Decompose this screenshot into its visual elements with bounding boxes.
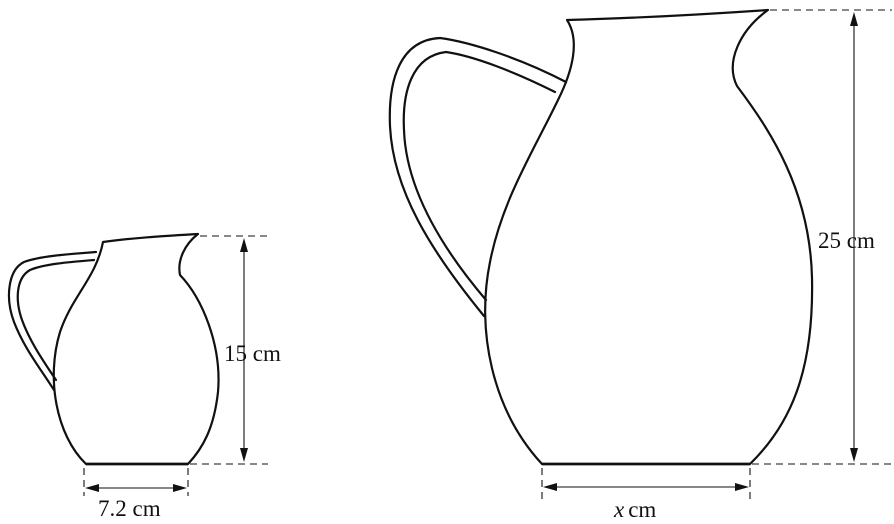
small-jug-handle-inner [16,258,96,382]
large-jug-base-arrow-left [543,483,557,491]
large-jug-handle-outer [388,36,568,318]
small-jug-height-arrow-top [240,238,248,252]
small-jug-height-arrow-bottom [240,448,248,462]
small-jug-base-label: 7.2 cm [98,496,161,521]
large-jug-height-arrow-bottom [850,448,858,462]
large-jug-body [484,8,814,466]
small-jug: 15 cm 7.2 cm [7,232,281,521]
large-jug-base-arrow-right [735,483,749,491]
small-jug-body [52,232,220,466]
large-jug-base-variable: x [613,497,625,522]
large-jug-height-arrow-top [850,12,858,26]
large-jug-handle-inner [402,50,557,302]
small-jug-height-label: 15 cm [224,341,281,366]
small-jug-handle-outer [7,250,98,392]
large-jug-base-unit: cm [628,497,656,522]
small-jug-base-arrow-right [173,484,187,492]
large-jug-height-label: 25 cm [818,228,875,253]
small-jug-base-arrow-left [85,484,99,492]
